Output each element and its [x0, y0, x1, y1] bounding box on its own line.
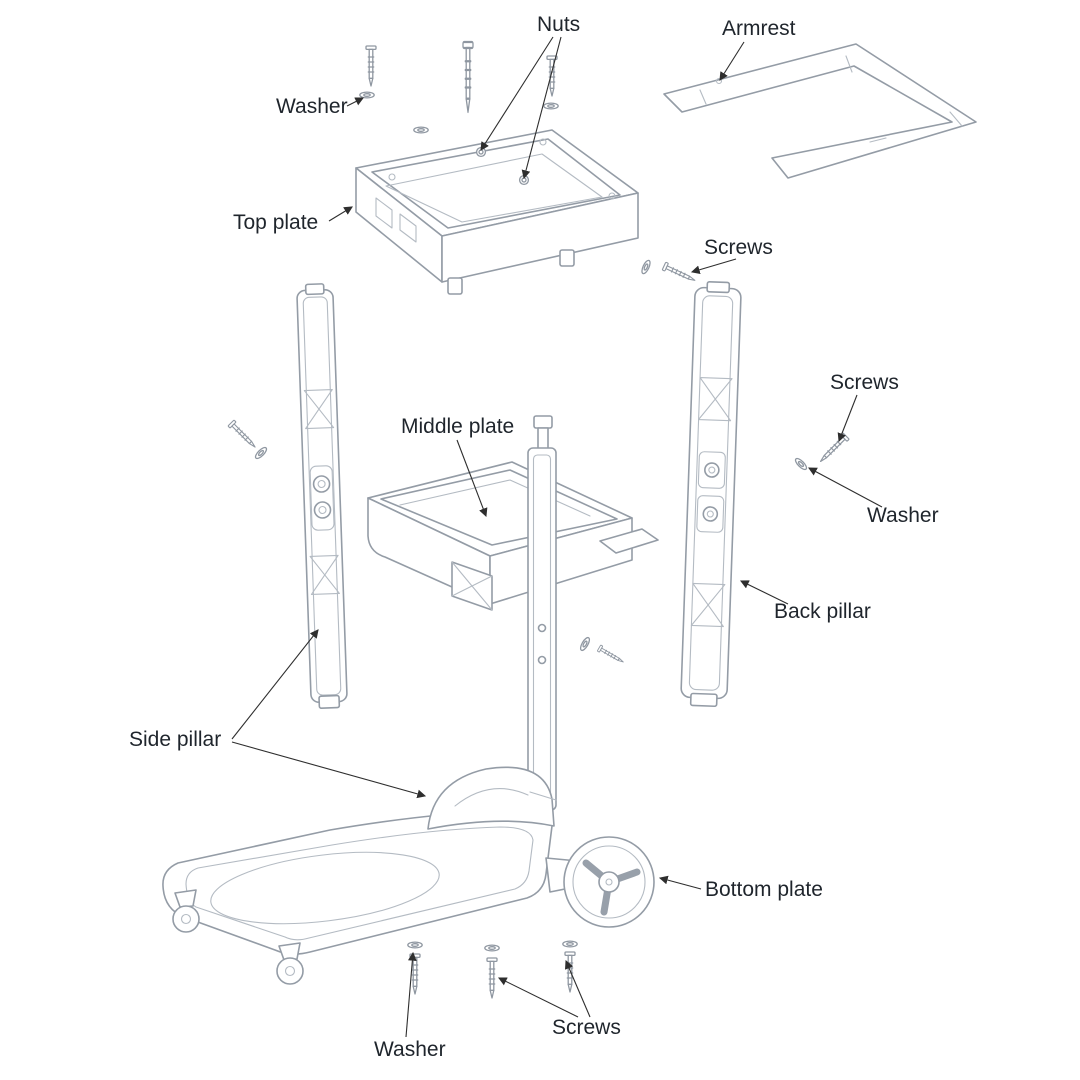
- left-screw-washer: [227, 419, 269, 461]
- leader-side-pillar-1: [231, 629, 319, 740]
- leader-lines: [231, 36, 883, 1038]
- leader-washer-top: [346, 97, 364, 107]
- label-nuts: Nuts: [537, 13, 580, 36]
- screw: [816, 432, 850, 466]
- middle-plate-part: [367, 461, 659, 611]
- bottom-plate-part: [162, 766, 581, 955]
- leader-nuts-2: [521, 36, 562, 180]
- washer: [253, 445, 269, 461]
- label-washer-bottom: Washer: [374, 1038, 446, 1061]
- top-screws: [365, 40, 558, 114]
- bottom-washers: [407, 940, 578, 952]
- rear-wheel: [563, 836, 655, 928]
- washer: [484, 944, 500, 952]
- washer: [578, 635, 592, 653]
- leader-washer-right: [808, 467, 883, 508]
- washer: [413, 126, 429, 134]
- bottom-screws: [409, 951, 576, 999]
- label-armrest: Armrest: [722, 17, 796, 40]
- leader-nuts-1: [480, 36, 554, 151]
- screw: [461, 40, 475, 114]
- top-washers: [359, 91, 559, 134]
- center-screw-washer: [578, 635, 626, 666]
- right-screw-washer: [793, 432, 850, 472]
- nut: [475, 146, 487, 158]
- screw: [596, 644, 626, 666]
- leader-bottom-plate: [658, 875, 702, 890]
- screw: [486, 957, 498, 999]
- post-mount-hump: [427, 766, 555, 830]
- label-screws-top: Screws: [704, 236, 773, 259]
- side-pillar-front-part: [527, 415, 557, 811]
- top-right-screw-washer: [639, 258, 698, 285]
- label-top-plate: Top plate: [233, 211, 318, 234]
- leader-screws-right: [837, 394, 858, 443]
- side-pillar-left-part: [296, 283, 348, 709]
- leader-top-plate: [328, 206, 353, 222]
- back-pillar-part: [680, 281, 742, 708]
- leader-back-pillar: [740, 580, 789, 605]
- label-side-pillar: Side pillar: [129, 728, 221, 751]
- leader-washer-bottom: [405, 951, 417, 1038]
- caster-front-left: [172, 889, 200, 933]
- washer: [639, 258, 653, 276]
- leader-screws-bottom-1: [498, 977, 579, 1018]
- leader-side-pillar-2: [231, 741, 427, 799]
- label-screws-right: Screws: [830, 371, 899, 394]
- screw: [564, 951, 576, 993]
- wheel-hub: [598, 871, 620, 893]
- label-bottom-plate: Bottom plate: [705, 878, 823, 901]
- caster-front-right: [276, 942, 304, 985]
- screw: [227, 419, 259, 451]
- screw: [546, 55, 558, 97]
- label-washer-top: Washer: [276, 95, 348, 118]
- washer: [543, 102, 559, 110]
- bottom-plate-deck: [162, 810, 553, 955]
- leader-screws-bottom-2: [564, 959, 591, 1018]
- label-middle-plate: Middle plate: [401, 415, 514, 438]
- leader-screws-top: [690, 258, 737, 275]
- label-washer-right: Washer: [867, 504, 939, 527]
- washer: [793, 456, 809, 472]
- washer: [359, 91, 375, 99]
- washer: [407, 941, 423, 949]
- leader-armrest: [719, 41, 745, 81]
- screw: [661, 261, 698, 285]
- washer: [562, 940, 578, 948]
- part-labels: Nuts Armrest Washer Top plate Screws Scr…: [129, 13, 939, 1061]
- armrest-part: [663, 43, 977, 179]
- label-screws-bottom: Screws: [552, 1016, 621, 1039]
- leader-middle-plate: [456, 439, 488, 518]
- top-plate-part: [355, 129, 639, 295]
- screw: [365, 45, 377, 87]
- label-back-pillar: Back pillar: [774, 600, 871, 623]
